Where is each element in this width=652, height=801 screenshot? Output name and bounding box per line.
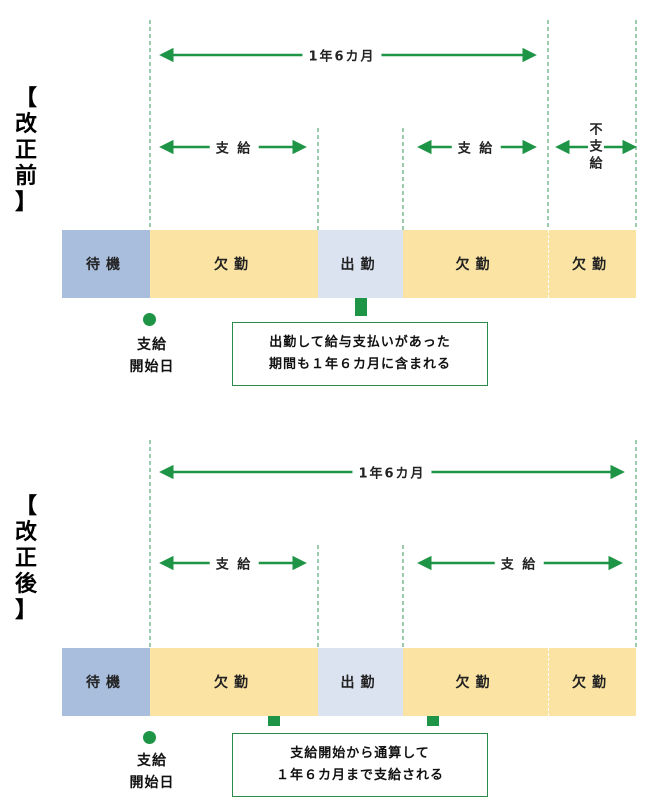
before-pay-label-1: 支 給 — [209, 137, 259, 157]
after-section-label: 【 改 正 後 】 — [6, 494, 46, 624]
before-section-label: 【 改 正 前 】 — [6, 86, 46, 216]
before-nopay-label: 不 支 給 — [588, 121, 604, 173]
after-bar-kekkin-1: 欠勤 — [150, 648, 318, 716]
after-start-label-line-2: 開始日 — [129, 775, 175, 791]
after-start-label: 支給 開始日 — [112, 750, 192, 794]
after-bar-kekkin-3: 欠勤 — [548, 648, 636, 716]
before-pay-label-2: 支 給 — [451, 137, 501, 157]
before-start-label-line-2: 開始日 — [129, 359, 175, 375]
after-bar-kekkin-2: 欠勤 — [403, 648, 548, 716]
after-period-label: 1年6カ月 — [352, 462, 432, 482]
before-bar-shukkin: 出勤 — [318, 230, 403, 298]
after-start-dot — [143, 731, 156, 744]
before-guide-lines — [149, 20, 637, 230]
before-label-char-3: 前 — [14, 164, 37, 189]
after-label-char-3: 後 — [14, 572, 37, 597]
before-bar-kekkin-1: 欠勤 — [150, 230, 318, 298]
before-note-line-2: 期間も１年６カ月に含まれる — [268, 357, 451, 372]
before-nopay-char-1: 不 — [589, 122, 603, 138]
before-nopay-char-3: 給 — [589, 156, 603, 172]
after-pay-label-2: 支 給 — [494, 553, 544, 573]
before-bar-kekkin-2: 欠勤 — [403, 230, 548, 298]
before-label-char-1: 改 — [14, 112, 37, 137]
before-nopay-char-2: 支 — [589, 139, 603, 155]
after-bar-shukkin: 出勤 — [318, 648, 403, 716]
before-start-dot — [143, 313, 156, 326]
before-bar-taiki: 待機 — [62, 230, 150, 298]
before-start-label: 支給 開始日 — [112, 334, 192, 378]
after-label-char-1: 改 — [14, 520, 37, 545]
after-pay-label-1: 支 給 — [209, 553, 259, 573]
after-bar-separator — [548, 648, 549, 716]
after-label-char-2: 正 — [14, 546, 37, 571]
after-guide-lines — [149, 440, 637, 648]
before-bar-kekkin-3: 欠勤 — [548, 230, 636, 298]
after-note-box: 支給開始から通算して １年６カ月まで支給される — [232, 733, 488, 797]
after-start-label-line-1: 支給 — [137, 753, 167, 769]
before-note-line-1: 出勤して給与支払いがあった — [269, 335, 451, 350]
after-label-bracket-close: 】 — [14, 598, 37, 623]
before-label-bracket-open: 【 — [14, 86, 37, 111]
before-label-char-2: 正 — [14, 138, 37, 163]
before-period-label: 1年6カ月 — [302, 45, 382, 65]
before-label-bracket-close: 】 — [14, 190, 37, 215]
after-label-bracket-open: 【 — [14, 494, 37, 519]
before-bar-separator — [548, 230, 549, 298]
before-note-box: 出勤して給与支払いがあった 期間も１年６カ月に含まれる — [232, 322, 488, 386]
after-note-line-2: １年６カ月まで支給される — [275, 768, 444, 783]
before-start-label-line-1: 支給 — [137, 337, 167, 353]
after-bar-taiki: 待機 — [62, 648, 150, 716]
after-note-line-1: 支給開始から通算して — [290, 746, 430, 761]
